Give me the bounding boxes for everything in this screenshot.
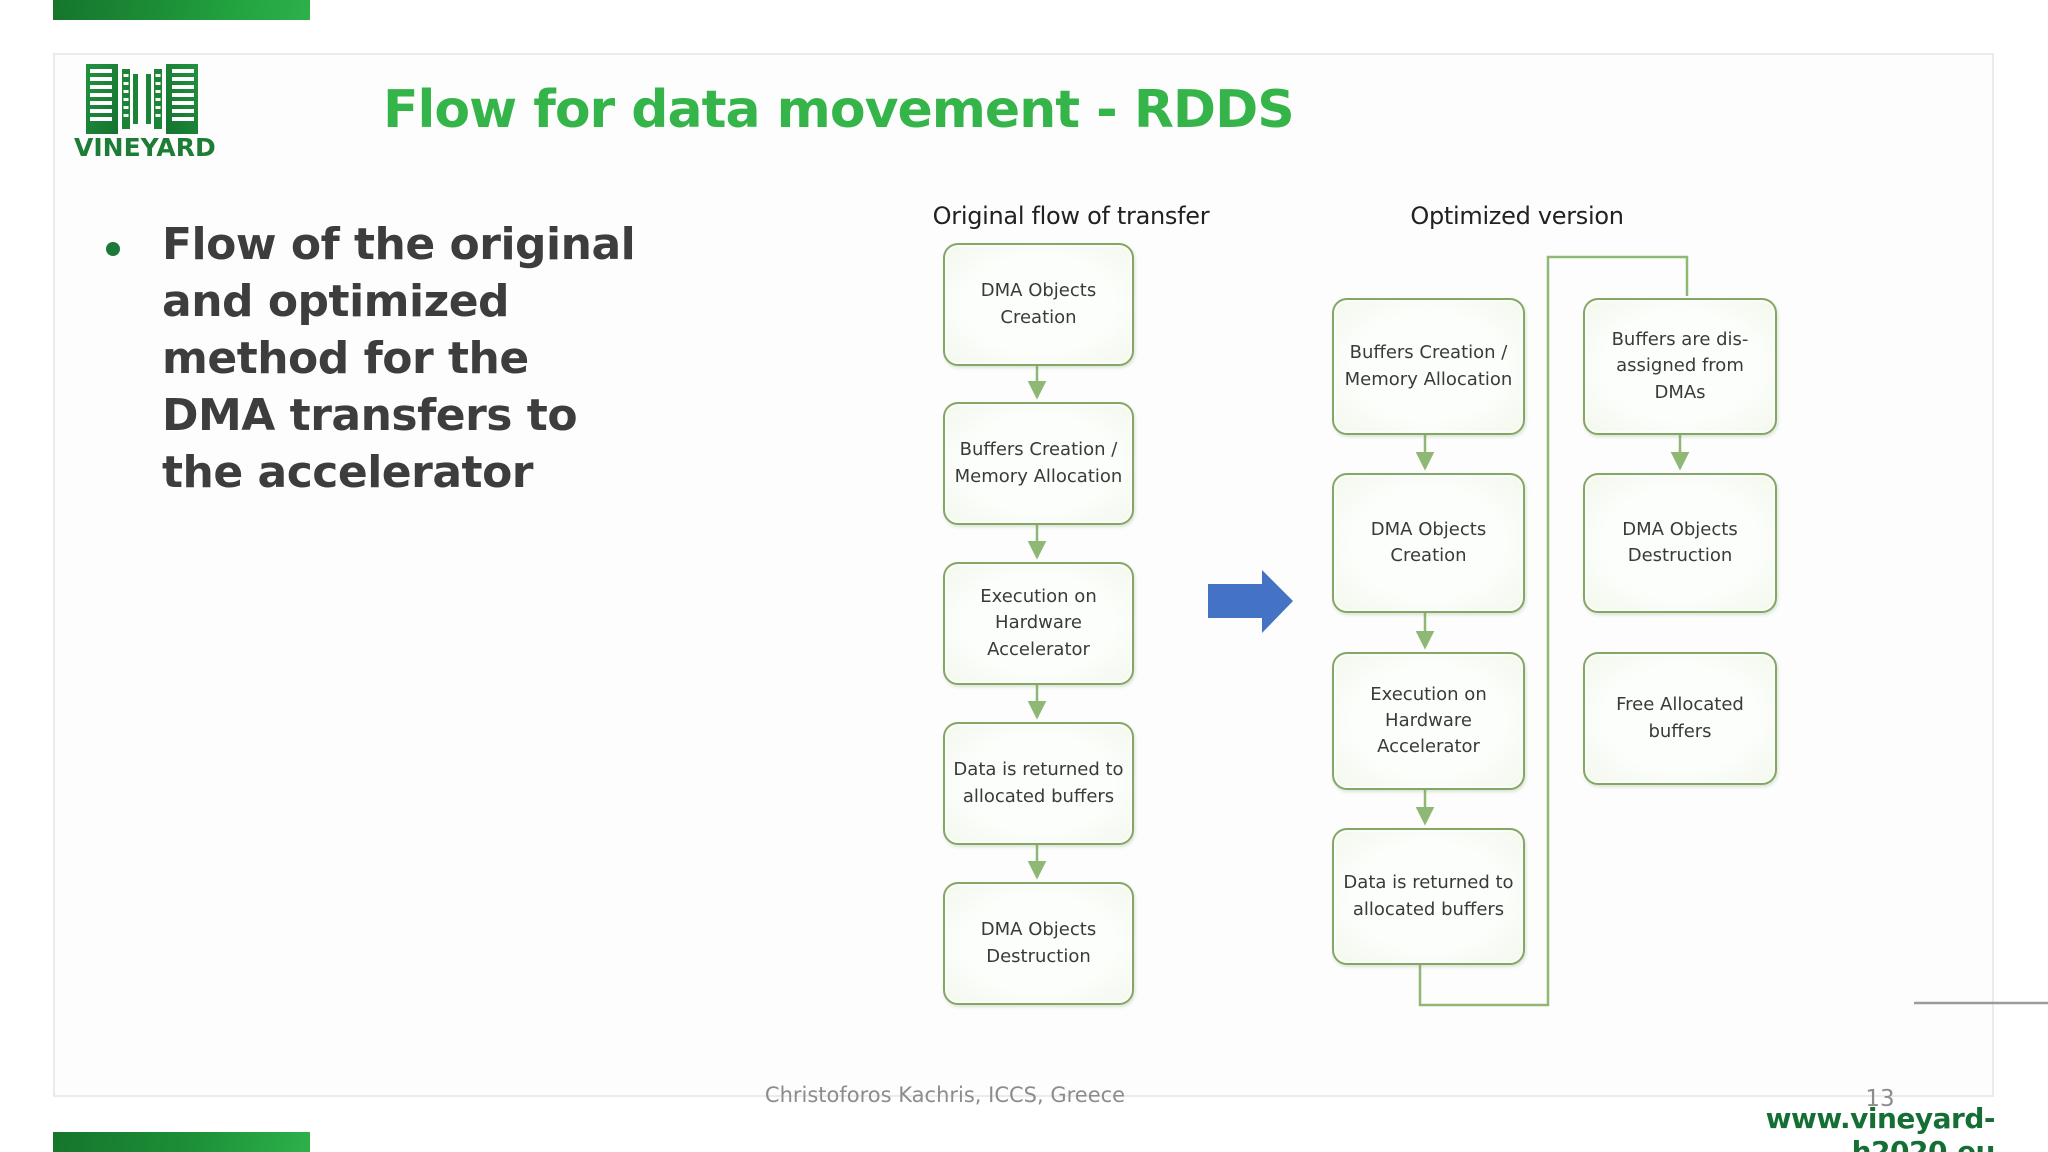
bullet-text: Flow of the original and optimized metho… [162,216,662,501]
page-title: Flow for data movement - RDDS [383,80,1295,140]
flow-box-opt-buffers-disassigned: Buffers are dis-assigned from DMAs [1583,298,1777,435]
flow-box-dma-objects-creation: DMA Objects Creation [943,243,1134,366]
bullet-line: DMA transfers to [162,390,578,441]
original-flow-heading: Original flow of transfer [932,202,1210,230]
bullet-line: the accelerator [162,447,534,498]
flow-box-execution-hw: Execution on Hardware Accelerator [943,562,1134,685]
bullet-line: Flow of the original [162,219,636,270]
website-link[interactable]: www.vineyard-h2020.eu [1765,1102,1996,1152]
page-number: 13 [1865,1086,1895,1112]
flow-box-data-returned: Data is returned to allocated buffers [943,722,1134,845]
top-accent-bar [53,0,310,20]
flow-box-opt-dma-creation: DMA Objects Creation [1332,473,1525,613]
optimized-heading: Optimized version [1410,202,1624,230]
bullet-line: and optimized [162,276,510,327]
vineyard-logo-text: VINEYARD [74,133,216,162]
bottom-accent-bar [53,1132,310,1152]
flow-box-opt-dma-destruction: DMA Objects Destruction [1583,473,1777,613]
footer-credit: Christoforos Kachris, ICCS, Greece [764,1083,1126,1107]
flow-box-opt-buffers-creation: Buffers Creation / Memory Allocation [1332,298,1525,435]
flow-box-opt-data-returned: Data is returned to allocated buffers [1332,828,1525,965]
bullet-dot [106,242,120,256]
flow-box-opt-execution-hw: Execution on Hardware Accelerator [1332,652,1525,790]
vineyard-logo-icon [86,64,198,134]
bullet-line: method for the [162,333,529,384]
flow-box-dma-objects-destruction: DMA Objects Destruction [943,882,1134,1005]
flow-box-buffers-creation: Buffers Creation / Memory Allocation [943,402,1134,525]
flow-box-opt-free-buffers: Free Allocated buffers [1583,652,1777,785]
